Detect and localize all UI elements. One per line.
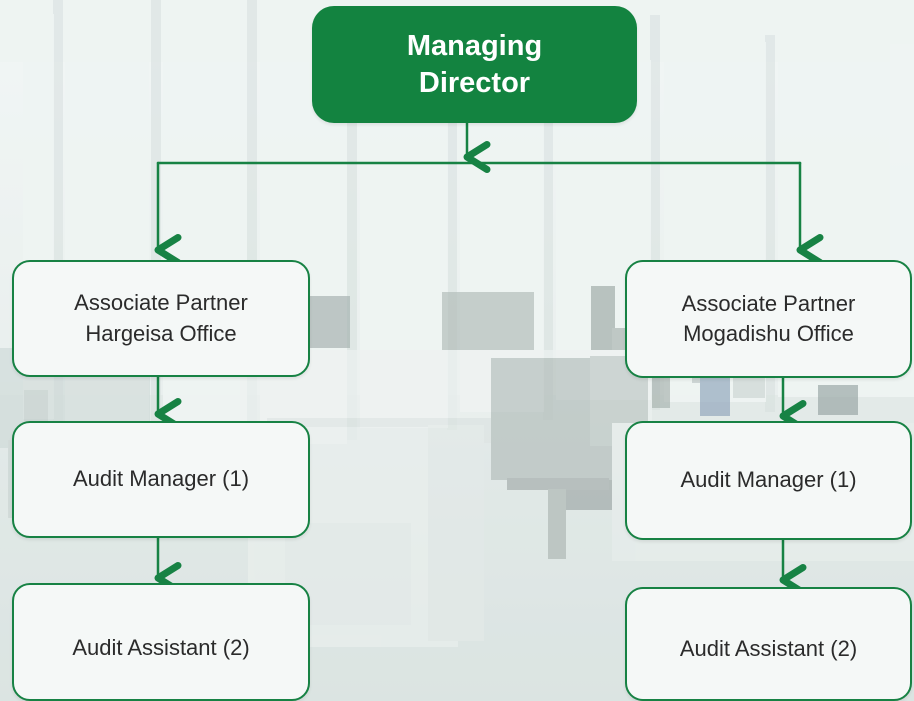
mogadishu-audit-manager-label: Audit Manager (1)	[680, 467, 857, 493]
mogadishu-audit-assistant-box: Audit Assistant (2)	[625, 587, 912, 701]
mogadishu-audit-manager-box: Audit Manager (1)	[625, 421, 912, 540]
hargeisa-audit-assistant-box: Audit Assistant (2)	[12, 583, 310, 701]
mogadishu-associate-partner-box: Associate Partner Mogadishu Office	[625, 260, 912, 378]
hargeisa-audit-manager-label: Audit Manager (1)	[72, 466, 250, 492]
mogadishu-associate-partner-label: Associate Partner Mogadishu Office	[681, 290, 856, 346]
managing-director-box: Managing Director	[312, 6, 637, 123]
managing-director-label: Managing Director	[406, 30, 543, 99]
hargeisa-audit-manager-box: Audit Manager (1)	[12, 421, 310, 538]
hargeisa-associate-partner-box: Associate Partner Hargeisa Office	[12, 260, 310, 377]
mogadishu-audit-assistant-label: Audit Assistant (2)	[679, 635, 858, 661]
hargeisa-associate-partner-label: Associate Partner Hargeisa Office	[74, 290, 248, 346]
hargeisa-audit-assistant-label: Audit Assistant (2)	[72, 634, 250, 660]
